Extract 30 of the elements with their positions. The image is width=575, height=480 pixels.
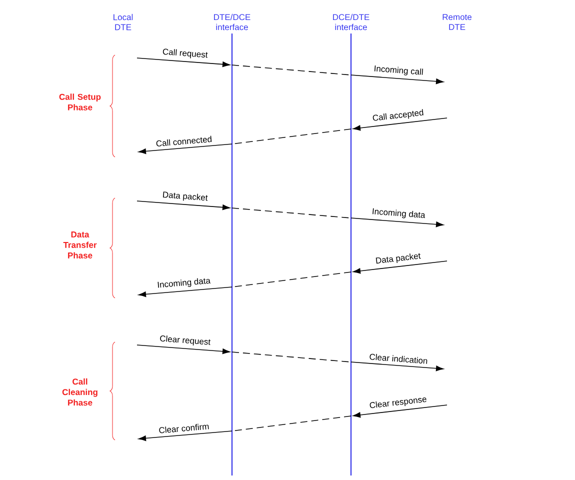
edge-label: Incoming data [372,208,426,218]
edge-label: Clear confirm [159,424,209,434]
arrow [138,430,232,442]
edge-label: Clear request [160,336,211,346]
edge-label: Incoming data [158,278,211,288]
phase-label: Call Cleaning Phase [62,378,98,406]
column-heading: Remote DTE [442,14,472,30]
edge-label: Call request [162,48,208,58]
edge-label: Clear indication [370,354,428,364]
lifeline [350,33,352,476]
arrow [352,260,448,274]
arrow [350,218,444,228]
arrow [350,362,444,372]
arrow [352,404,448,418]
edge-label: Incoming call [374,65,424,76]
arrow [136,344,230,354]
arrow [136,58,230,68]
arrow [138,286,232,298]
edge-label: Call connected [156,136,212,146]
phase-label: Call Setup Phase [59,94,101,110]
edge-label: Data packet [162,192,208,201]
edge-label: Data packet [376,253,421,264]
arrow [352,118,448,131]
arrow [138,144,232,154]
edge-label: Call accepted [372,109,424,121]
arrow [136,200,230,210]
edge-label: Clear response [370,398,426,408]
phase-label: Data Transfer Phase [63,232,97,258]
arrow [350,74,444,84]
column-heading: Local DTE [114,14,133,30]
